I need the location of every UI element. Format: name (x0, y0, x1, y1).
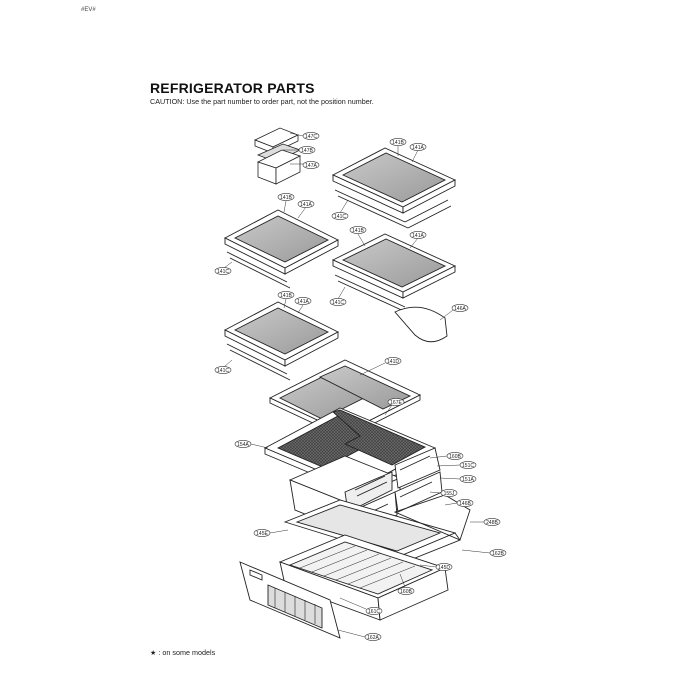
callout-text: 151A (462, 477, 474, 483)
callout-s3-141C: 141C (329, 286, 347, 306)
callout-s3-141B: 141B (349, 226, 367, 247)
callout-text: 141B (352, 228, 364, 234)
callout-text: 141C (217, 269, 229, 275)
callout-s4-141B: 141B (277, 291, 295, 309)
callout-155J: 155J (429, 489, 458, 497)
callout-text: 160B (449, 454, 461, 460)
callout-text: 147C (305, 134, 317, 140)
crisper-drawers (288, 447, 443, 536)
callout-text: 141D (387, 359, 399, 365)
callout-162B: 162B (461, 549, 507, 557)
callout-text: 145E (256, 531, 268, 537)
callout-161C: 161C (339, 597, 383, 615)
callout-s1-141C: 141C (331, 199, 349, 220)
callout-147A: 147A (290, 161, 320, 169)
callout-text: 155J (444, 491, 455, 497)
callout-s3-146A: 146A (439, 304, 469, 321)
callout-text: 141B (280, 195, 292, 201)
callout-text: 167E (390, 400, 402, 406)
callout-text: 141A (412, 233, 424, 239)
callout-151A: 151A (439, 475, 477, 483)
callout-s1-141B: 141B (389, 138, 407, 156)
footnote: ★ : on some models (150, 648, 216, 657)
shelf-3 (331, 233, 457, 343)
callout-s2-141B: 141B (277, 193, 295, 213)
callout-text: 147B (301, 148, 313, 154)
callout-162A: 162A (337, 629, 382, 641)
egg-tray-147 (253, 127, 302, 185)
drawer-front (239, 561, 341, 639)
callout-141D: 141D (359, 357, 402, 376)
callout-text: 141C (334, 214, 346, 220)
callout-text: 161C (368, 609, 380, 615)
callout-text: 145D (438, 565, 450, 571)
callout-labels: 147C 147B 147A 141B 141A 141C 141B 141A … (214, 132, 507, 641)
callout-text: 160B (400, 589, 412, 595)
callout-145D: 145D (419, 563, 453, 571)
callout-147C: 147C (289, 132, 320, 140)
callout-text: 141B (280, 293, 292, 299)
callout-160B-2: 160B (397, 573, 415, 595)
callout-160B: 160B (429, 452, 464, 460)
callout-text: 151C (462, 463, 474, 469)
callout-145E: 145E (253, 529, 289, 537)
callout-text: 141A (412, 145, 424, 151)
callout-text: 162A (367, 635, 379, 641)
callout-text: 146A (454, 306, 466, 312)
callout-151C: 151C (436, 461, 477, 469)
callout-147B: 147B (283, 146, 316, 154)
callout-s4-141A: 141A (294, 297, 312, 314)
page-title: REFRIGERATOR PARTS (150, 80, 315, 96)
callout-s4-141C: 141C (214, 359, 233, 374)
callout-167E: 167E (384, 398, 405, 416)
corner-code: #EV# (81, 7, 96, 13)
shelf-1 (331, 147, 457, 229)
shelf-2 (224, 209, 339, 289)
callout-text: 162B (492, 551, 504, 557)
callout-text: 146B (459, 501, 471, 507)
callout-154A: 154A (234, 440, 269, 449)
callout-text: 141B (392, 140, 404, 146)
callout-text: 141C (217, 368, 229, 374)
callout-text: 248B (486, 520, 498, 526)
lower-pan (278, 534, 449, 621)
callout-s2-141A: 141A (297, 200, 315, 219)
callout-text: 141A (300, 202, 312, 208)
callout-s1-141A: 141A (409, 143, 427, 163)
callout-text: 147A (305, 163, 317, 169)
callout-s2-141C: 141C (214, 261, 233, 275)
callout-text: 154A (237, 442, 249, 448)
callout-text: 141A (297, 299, 309, 305)
callout-text: 141C (332, 300, 344, 306)
callout-248B: 248B (470, 518, 501, 526)
shelf-4 (224, 301, 339, 381)
callout-s3-141A: 141A (409, 231, 427, 249)
caution-note: CAUTION: Use the part number to order pa… (150, 97, 374, 106)
lower-drawer-frame (283, 494, 471, 565)
callout-146B: 146B (444, 499, 474, 507)
